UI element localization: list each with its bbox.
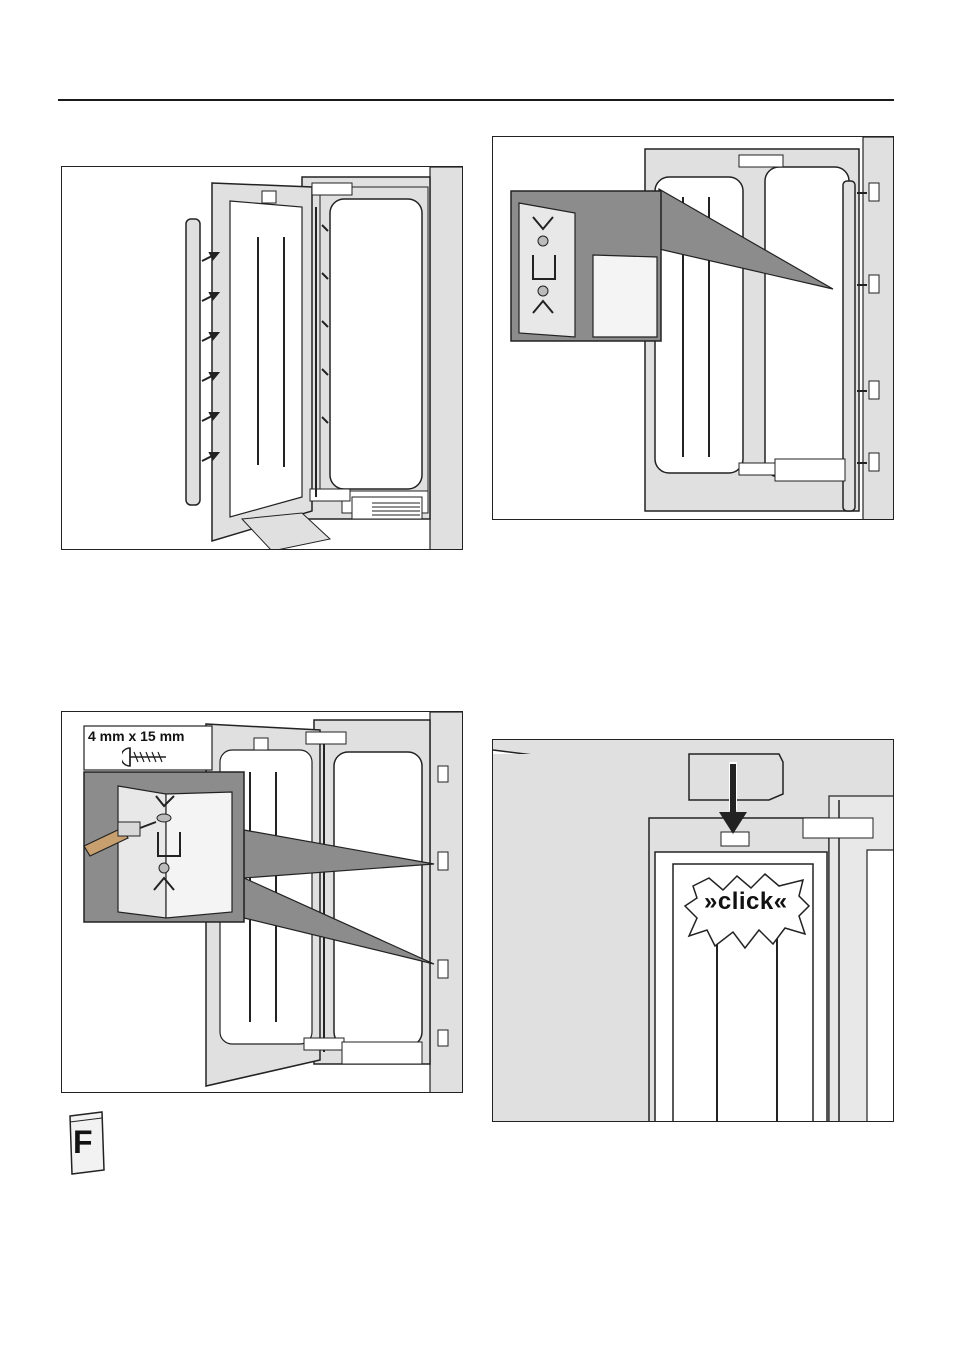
bracket-callout-drawing <box>493 137 894 520</box>
illustration-bracket-callout <box>492 136 894 520</box>
click-callout-text: »click« <box>704 888 788 916</box>
illustration-clip-cover <box>492 739 894 1122</box>
fitting-bag-letter: F <box>73 1124 93 1161</box>
screw-bracket-drawing <box>62 712 463 1093</box>
illustration-screw-bracket <box>61 711 463 1093</box>
header-rule <box>58 99 894 101</box>
door-strip-drawing <box>62 167 463 550</box>
screw-spec-label: 4 mm x 15 mm <box>88 728 185 744</box>
illustration-door-strip <box>61 166 463 550</box>
clip-cover-drawing <box>493 740 894 1122</box>
screw-icon <box>122 746 170 768</box>
